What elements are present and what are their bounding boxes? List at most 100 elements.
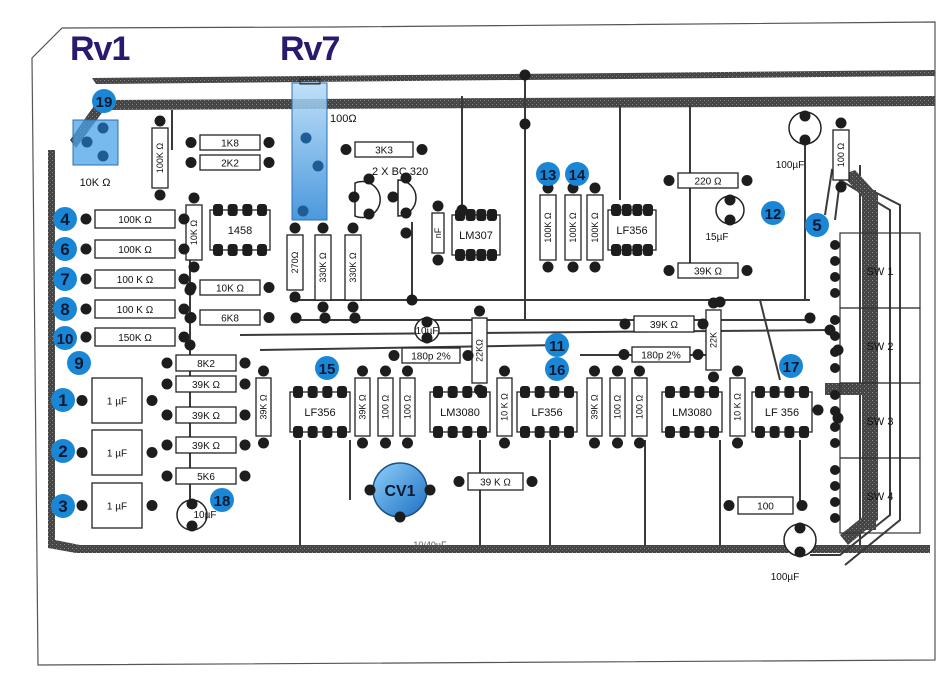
- solder-pad: [830, 481, 840, 491]
- rv1-pin: [97, 150, 109, 162]
- solder-pad: [519, 118, 531, 130]
- resistor-value: 100 K Ω: [117, 275, 154, 286]
- marker-1[interactable]: 1: [51, 388, 75, 412]
- capacitor-c-180p-2: 180p 2%: [631, 346, 691, 363]
- resistor-value: 100 Ω: [381, 395, 391, 420]
- resistor-value: 270Ω: [290, 251, 300, 273]
- marker-badge: [53, 297, 77, 321]
- marker-17[interactable]: 17: [779, 354, 803, 378]
- marker-2[interactable]: 2: [51, 439, 75, 463]
- switch-sw2[interactable]: SW 2: [839, 307, 921, 384]
- marker-badge: [51, 388, 75, 412]
- marker-badge: [53, 326, 77, 350]
- solder-pad: [146, 395, 158, 406]
- solder-pad: [263, 157, 275, 168]
- solder-pad: [830, 315, 840, 325]
- ic-pin: [447, 386, 458, 398]
- marker-number: 18: [214, 493, 231, 510]
- resistor-r-19k: 39 K Ω: [467, 472, 524, 491]
- solder-pad: [741, 175, 753, 186]
- capacitor-value: 15µF: [706, 232, 729, 243]
- marker-5[interactable]: 5: [805, 213, 829, 237]
- resistor-r-150k: 150K Ω: [94, 327, 176, 347]
- solder-pad: [178, 273, 190, 285]
- ic-pin: [307, 386, 318, 398]
- marker-number: 8: [60, 300, 69, 319]
- ic-pin: [534, 386, 545, 398]
- ic-label: LM3080: [440, 407, 480, 419]
- switch-sw4[interactable]: SW 4: [839, 457, 921, 534]
- solder-pad: [161, 409, 173, 421]
- capacitor-value: 1 µF: [107, 397, 127, 408]
- resistor-value: 100K Ω: [155, 143, 165, 174]
- capacitor-value: 180p 2%: [641, 351, 681, 362]
- marker-number: 9: [74, 354, 83, 373]
- marker-9[interactable]: 9: [67, 351, 91, 375]
- solder-pad: [80, 273, 92, 285]
- solder-pad: [154, 115, 166, 127]
- solder-pad: [634, 365, 645, 377]
- ic-pin: [337, 386, 347, 398]
- marker-badge: [51, 494, 75, 518]
- marker-12[interactable]: 12: [761, 201, 785, 225]
- resistor-value: 100: [757, 502, 774, 513]
- ic-pin: [293, 426, 303, 438]
- resistor-value: 2K2: [221, 159, 239, 170]
- solder-pad: [289, 222, 301, 234]
- ic-pin: [447, 426, 458, 438]
- ic-pin: [769, 426, 780, 438]
- marker-10[interactable]: 10: [53, 326, 77, 350]
- solder-pad: [567, 261, 579, 273]
- marker-16[interactable]: 16: [545, 357, 569, 381]
- solder-pad: [832, 344, 844, 356]
- cv1-trimmer[interactable]: CV1: [372, 462, 428, 518]
- resistor-r-10k-v: 10K Ω: [185, 204, 203, 261]
- switch-label: SW 3: [867, 416, 894, 428]
- solder-pad: [186, 520, 198, 532]
- solder-pad: [794, 546, 806, 558]
- capacitor-value: 180p 2%: [411, 352, 451, 363]
- ic-pin: [611, 244, 621, 256]
- marker-14[interactable]: 14: [565, 162, 589, 186]
- ic-pin: [322, 386, 333, 398]
- solder-pad: [421, 332, 433, 344]
- marker-18[interactable]: 18: [210, 488, 234, 512]
- ic-pin: [477, 426, 487, 438]
- marker-7[interactable]: 7: [53, 267, 77, 291]
- solder-pad: [357, 437, 368, 449]
- resistor-value: 100K Ω: [543, 212, 553, 243]
- marker-3[interactable]: 3: [51, 494, 75, 518]
- marker-number: 2: [58, 442, 67, 461]
- marker-8[interactable]: 8: [53, 297, 77, 321]
- solder-pad: [357, 365, 368, 377]
- solder-pad: [80, 243, 92, 255]
- resistor-r-220: 220 Ω: [677, 172, 739, 189]
- rv7-value: 100Ω: [330, 113, 357, 125]
- switch-label: SW 4: [867, 491, 894, 503]
- marker-4[interactable]: 4: [53, 207, 77, 231]
- resistor-value: 6K8: [221, 314, 239, 325]
- solder-pad: [692, 349, 704, 360]
- marker-13[interactable]: 13: [536, 162, 560, 186]
- marker-15[interactable]: 15: [315, 356, 339, 380]
- marker-6[interactable]: 6: [53, 237, 77, 261]
- marker-number: 15: [319, 361, 336, 378]
- marker-badge: [53, 237, 77, 261]
- resistor-r-100-4: 100 Ω: [631, 377, 648, 437]
- switch-sw1[interactable]: SW 1: [839, 232, 921, 309]
- solder-pad: [184, 339, 196, 351]
- rv1-heading: Rv1: [70, 30, 130, 68]
- ic-pin: [322, 426, 333, 438]
- capacitor-c-1uf-1: 1 µF: [91, 377, 143, 424]
- solder-pad: [76, 395, 88, 406]
- marker-11[interactable]: 11: [545, 333, 569, 357]
- solder-pad: [188, 192, 200, 204]
- ic-pin: [784, 426, 795, 438]
- ic-pin: [213, 244, 223, 256]
- solder-pad: [499, 437, 510, 449]
- solder-pad: [796, 500, 808, 511]
- rv1-pin: [81, 136, 93, 148]
- resistor-r-6k8: 6K8: [199, 309, 261, 326]
- ic-label: LF356: [531, 407, 562, 419]
- marker-19[interactable]: 19: [92, 89, 116, 113]
